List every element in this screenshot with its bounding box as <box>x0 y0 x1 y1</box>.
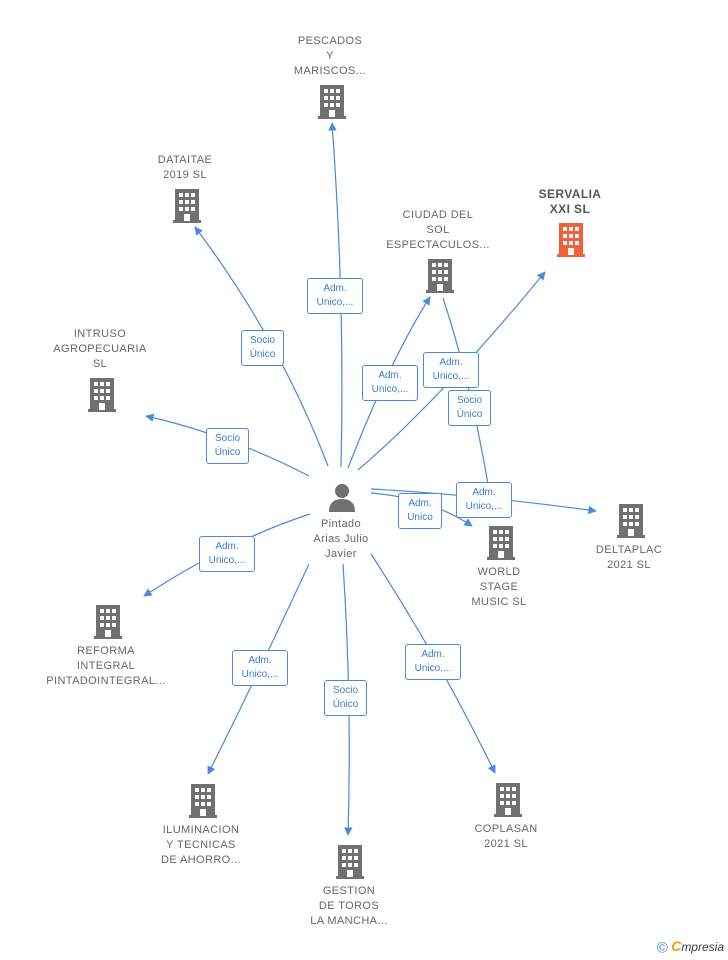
edge-label-deltaplac[interactable]: Adm.Unico,... <box>456 482 512 518</box>
company-label-dataitae[interactable]: DATAITAE 2019 SL <box>157 154 213 181</box>
company-label-iluminacion[interactable]: ILUMINACION Y TECNICAS DE AHORRO... <box>161 824 241 866</box>
building-icon-highlight[interactable] <box>557 223 585 262</box>
edge-label-world[interactable]: Adm.Unico <box>398 493 442 529</box>
company-label-intruso[interactable]: INTRUSO AGROPECUARIA SL <box>53 328 147 370</box>
company-label-ciudad[interactable]: CIUDAD DEL SOL ESPECTACULOS... <box>386 209 490 251</box>
person-icon[interactable] <box>327 482 357 517</box>
building-icon[interactable] <box>617 504 645 543</box>
company-label-reforma[interactable]: REFORMA INTEGRAL PINTADOINTEGRAL... <box>46 645 166 687</box>
building-icon[interactable] <box>426 259 454 298</box>
brand-logo[interactable]: © Cmpresia <box>656 937 724 956</box>
building-icon[interactable] <box>494 783 522 822</box>
building-icon[interactable] <box>94 605 122 644</box>
building-icon[interactable] <box>336 845 364 884</box>
building-icon[interactable] <box>487 526 515 565</box>
edge-label-coplasan[interactable]: Adm.Unico,... <box>405 644 461 680</box>
edge-label-ciudad[interactable]: Adm.Unico,... <box>362 365 418 401</box>
company-label-deltaplac[interactable]: DELTAPLAC 2021 SL <box>595 544 663 571</box>
edge-label-servalia[interactable]: Adm.Unico,... <box>423 352 479 388</box>
company-label-gestion[interactable]: GESTION DE TOROS LA MANCHA... <box>310 885 388 927</box>
building-icon[interactable] <box>189 784 217 823</box>
company-label-pescados[interactable]: PESCADOS Y MARISCOS... <box>293 35 367 77</box>
company-label-coplasan[interactable]: COPLASAN 2021 SL <box>474 823 538 850</box>
building-icon[interactable] <box>173 189 201 228</box>
company-label-world[interactable]: WORLD STAGE MUSIC SL <box>471 566 527 608</box>
edge-label-pescados[interactable]: Adm.Unico,... <box>307 278 363 314</box>
company-label-servalia[interactable]: SERVALIA XXI SL <box>538 187 602 216</box>
center-person-label[interactable]: Pintado Arias Julio Javier <box>313 518 369 560</box>
building-icon[interactable] <box>318 85 346 124</box>
copyright-icon: © <box>656 939 668 956</box>
edge-label-reforma[interactable]: Adm.Unico,... <box>199 536 255 572</box>
building-icon[interactable] <box>88 378 116 417</box>
edge-label-iluminacion[interactable]: Adm.Unico,... <box>232 650 288 686</box>
